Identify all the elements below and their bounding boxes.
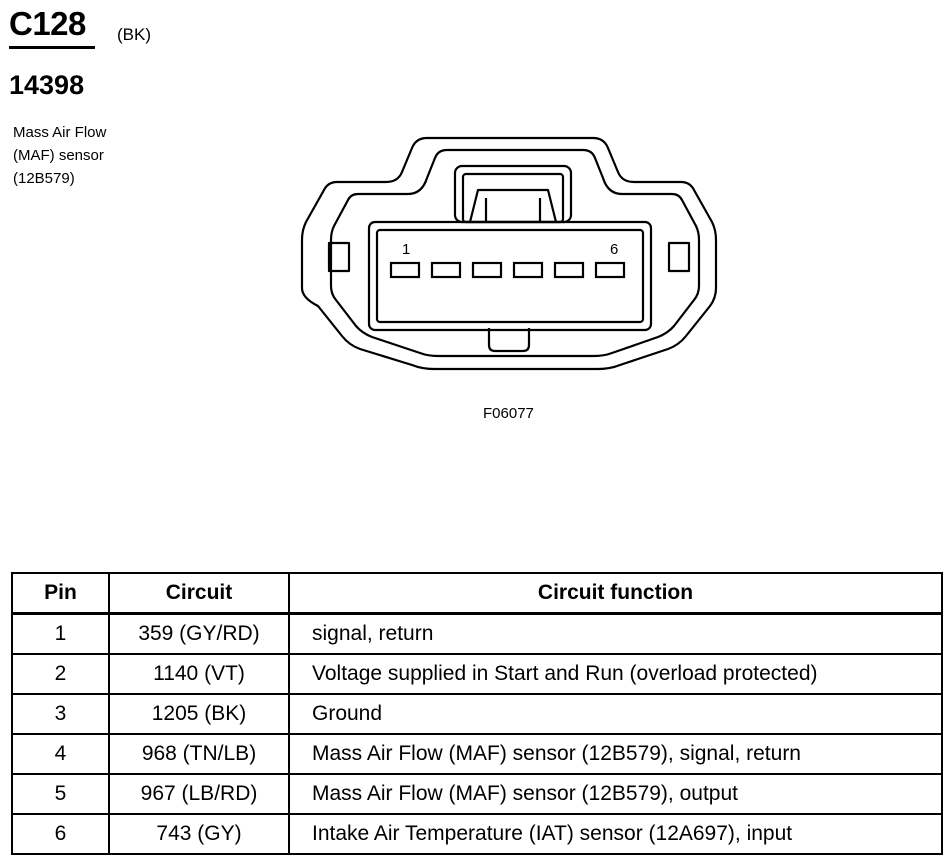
circuit-cell: 968 (TN/LB) [108,733,290,775]
table-row: 6 743 (GY) Intake Air Temperature (IAT) … [11,813,943,855]
table-row: 5 967 (LB/RD) Mass Air Flow (MAF) sensor… [11,773,943,815]
circuit-cell: 967 (LB/RD) [108,773,290,815]
component-line: (12B579) [13,170,75,187]
pin-terminal [389,261,421,279]
table-row: 4 968 (TN/LB) Mass Air Flow (MAF) sensor… [11,733,943,775]
function-cell: Mass Air Flow (MAF) sensor (12B579), out… [288,773,943,815]
pin-cell: 1 [11,612,110,655]
pin-cell: 5 [11,773,110,815]
part-number: 14398 [9,70,85,100]
pin-cell: 6 [11,813,110,855]
component-line: Mass Air Flow [13,124,107,141]
pin-row [389,261,626,279]
pinout-table: Pin Circuit Circuit function 1 359 (GY/R… [11,572,943,855]
connector-housing-inner [329,148,701,358]
pin-cell: 3 [11,693,110,735]
pin-cell: 2 [11,653,110,695]
pin-label-first: 1 [402,241,410,258]
function-cell: Intake Air Temperature (IAT) sensor (12A… [288,813,943,855]
circuit-cell: 743 (GY) [108,813,290,855]
connector-face-diagram: 1 6 [300,136,718,371]
pin-cavity-outer [367,220,653,332]
connector-id-underline [9,46,95,49]
pin-cavity-inner [375,228,645,324]
pin-terminal [430,261,462,279]
locating-tab-left [327,241,351,273]
function-cell: signal, return [288,612,943,655]
function-cell: Mass Air Flow (MAF) sensor (12B579), sig… [288,733,943,775]
connector-id: C128 [9,5,86,42]
pin-terminal [512,261,544,279]
latch-ramp [468,188,558,223]
connector-color: (BK) [117,25,151,44]
key-notch [487,328,531,353]
pin-terminal [471,261,503,279]
pin-terminal [594,261,626,279]
circuit-cell: 1205 (BK) [108,693,290,735]
circuit-cell: 1140 (VT) [108,653,290,695]
pin-cell: 4 [11,733,110,775]
table-row: 3 1205 (BK) Ground [11,693,943,735]
latch-inner [461,172,565,224]
header-pin: Pin [11,572,110,615]
component-line: (MAF) sensor [13,147,104,164]
table-header-row: Pin Circuit Circuit function [11,572,943,615]
table-row: 2 1140 (VT) Voltage supplied in Start an… [11,653,943,695]
header-circuit-function: Circuit function [288,572,943,615]
function-cell: Voltage supplied in Start and Run (overl… [288,653,943,695]
figure-id: F06077 [483,405,534,422]
locating-tab-right [667,241,691,273]
header-circuit: Circuit [108,572,290,615]
pin-label-last: 6 [610,241,618,258]
pin-terminal [553,261,585,279]
circuit-cell: 359 (GY/RD) [108,612,290,655]
function-cell: Ground [288,693,943,735]
table-row: 1 359 (GY/RD) signal, return [11,612,943,655]
component-description: Mass Air Flow (MAF) sensor (12B579) [13,121,106,190]
connector-housing-outer [300,136,718,371]
